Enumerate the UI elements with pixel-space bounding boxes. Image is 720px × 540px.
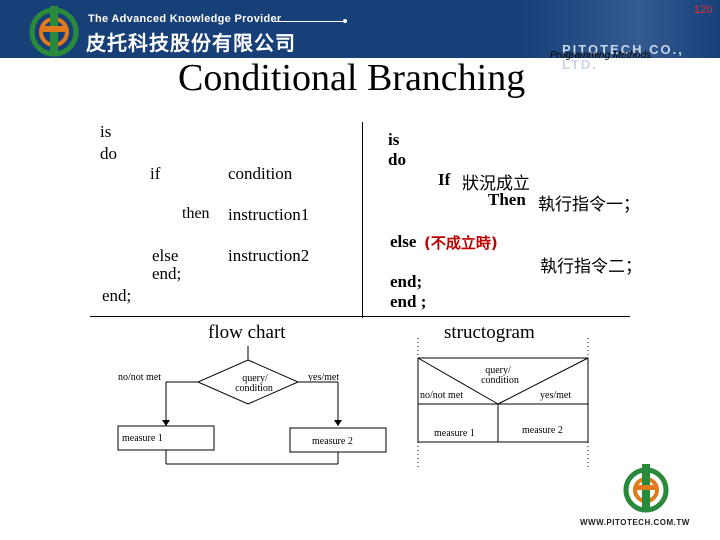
flow-yes-label: yes/met	[308, 372, 340, 383]
left-end-inner: end;	[152, 264, 182, 283]
vertical-divider	[362, 122, 363, 318]
structogram-label: structogram	[444, 322, 535, 343]
left-instruction1-text: instruction1	[228, 205, 310, 224]
struct-query-line1: query/	[485, 365, 511, 376]
right-end-1: end;	[390, 272, 423, 291]
struct-measure1-text: measure 1	[434, 428, 475, 439]
right-else-note-zh: (不成立時)	[424, 234, 498, 252]
right-else-action-zh: 執行指令二；	[540, 257, 642, 277]
flow-measure2-text: measure 2	[312, 436, 353, 447]
section-subtitle: Programming Methods	[550, 50, 652, 61]
right-is-keyword: is	[388, 130, 400, 149]
footer-logo-icon	[623, 464, 669, 513]
flow-no-label: no/not met	[118, 372, 162, 383]
left-if-keyword: if	[150, 164, 161, 183]
flow-query-line2: condition	[235, 383, 273, 394]
website-url: WWW.PITOTECH.COM.TW	[580, 518, 690, 527]
slide-title: Conditional Branching	[178, 57, 526, 99]
flow-measure1-text: measure 1	[122, 433, 163, 444]
left-then-keyword: then	[182, 205, 210, 222]
right-end-2: end ;	[390, 292, 427, 311]
right-else-keyword: else	[390, 232, 417, 251]
left-else-keyword: else	[152, 246, 179, 265]
left-do-keyword: do	[100, 144, 117, 163]
company-logo-icon	[29, 6, 79, 57]
struct-no-label: no/not met	[420, 390, 464, 401]
right-if-condition-zh: 狀況成立	[462, 174, 530, 194]
flow-decision-diamond	[196, 359, 300, 405]
right-do-keyword: do	[388, 150, 406, 169]
header-banner	[0, 0, 720, 58]
company-english-name: The Advanced Knowledge Provider	[88, 13, 282, 25]
flow-chart-diagram	[117, 346, 387, 465]
left-instruction2-text: instruction2	[228, 246, 310, 265]
flow-measure2-box	[289, 427, 387, 453]
structogram-diagram	[417, 338, 589, 470]
struct-query-line2: condition	[481, 375, 519, 386]
right-then-keyword: Then	[488, 190, 526, 209]
flow-query-line1: query/	[242, 373, 268, 384]
flow-chart-label: flow chart	[208, 322, 286, 343]
right-if-keyword: If	[438, 170, 451, 189]
company-chinese-name: 皮托科技股份有限公司	[86, 31, 296, 55]
left-is-keyword: is	[100, 122, 112, 141]
right-then-action-zh: 執行指令一；	[538, 195, 640, 215]
header-divider-line	[272, 21, 344, 22]
structogram-frame	[417, 357, 589, 443]
horizontal-divider	[90, 316, 630, 317]
flow-measure1-box	[117, 425, 215, 451]
header-divider-dot	[343, 19, 347, 23]
page-number: 120	[694, 4, 713, 16]
left-end-outer: end;	[102, 286, 132, 305]
left-condition-text: condition	[228, 164, 293, 183]
struct-measure2-text: measure 2	[522, 425, 563, 436]
struct-yes-label: yes/met	[540, 390, 572, 401]
brand-name: PITOTECH CO., LTD.	[562, 42, 684, 72]
